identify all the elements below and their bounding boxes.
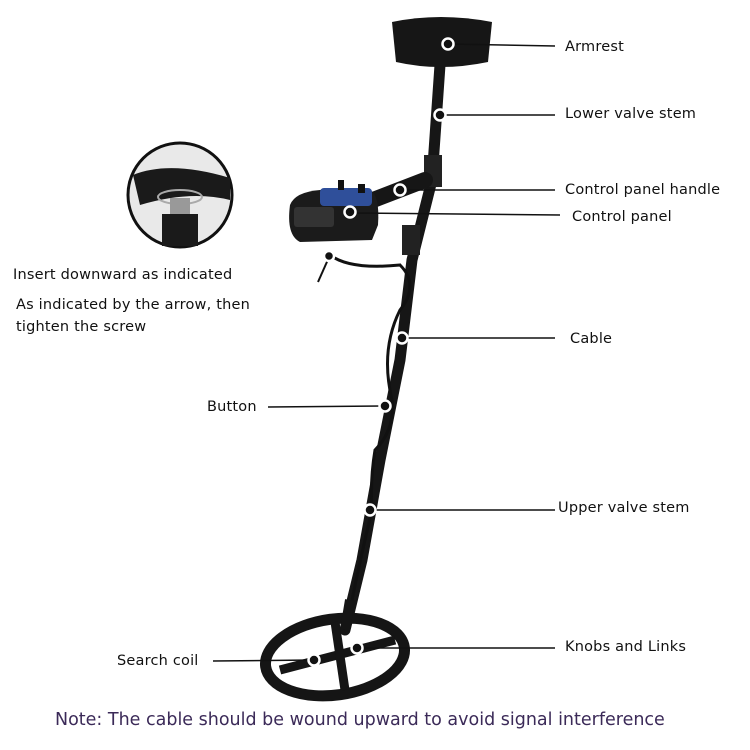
callout-dots xyxy=(307,37,455,667)
note-text: Note: The cable should be wound upward t… xyxy=(55,710,665,730)
label-search-coil: Search coil xyxy=(117,653,199,669)
label-control-panel: Control panel xyxy=(572,209,672,225)
instruction-line-2: As indicated by the arrow, then xyxy=(16,297,250,313)
label-armrest: Armrest xyxy=(565,39,624,55)
instruction-line-1: Insert downward as indicated xyxy=(13,267,233,283)
label-knobs-and-links: Knobs and Links xyxy=(565,639,687,655)
label-button: Button xyxy=(207,399,257,415)
control-panel-shape xyxy=(289,180,379,242)
label-control-panel-handle: Control panel handle xyxy=(565,182,721,198)
instruction-line-3: tighten the screw xyxy=(16,319,147,335)
callout-lines xyxy=(212,43,561,662)
inset-detail-circle xyxy=(126,141,234,249)
label-upper-valve-stem: Upper valve stem xyxy=(558,500,690,516)
label-cable: Cable xyxy=(570,331,613,347)
label-lower-valve-stem: Lower valve stem xyxy=(565,106,697,122)
shaft-shape xyxy=(339,59,446,636)
cable-shape xyxy=(329,253,412,601)
search-coil-shape xyxy=(259,599,411,702)
